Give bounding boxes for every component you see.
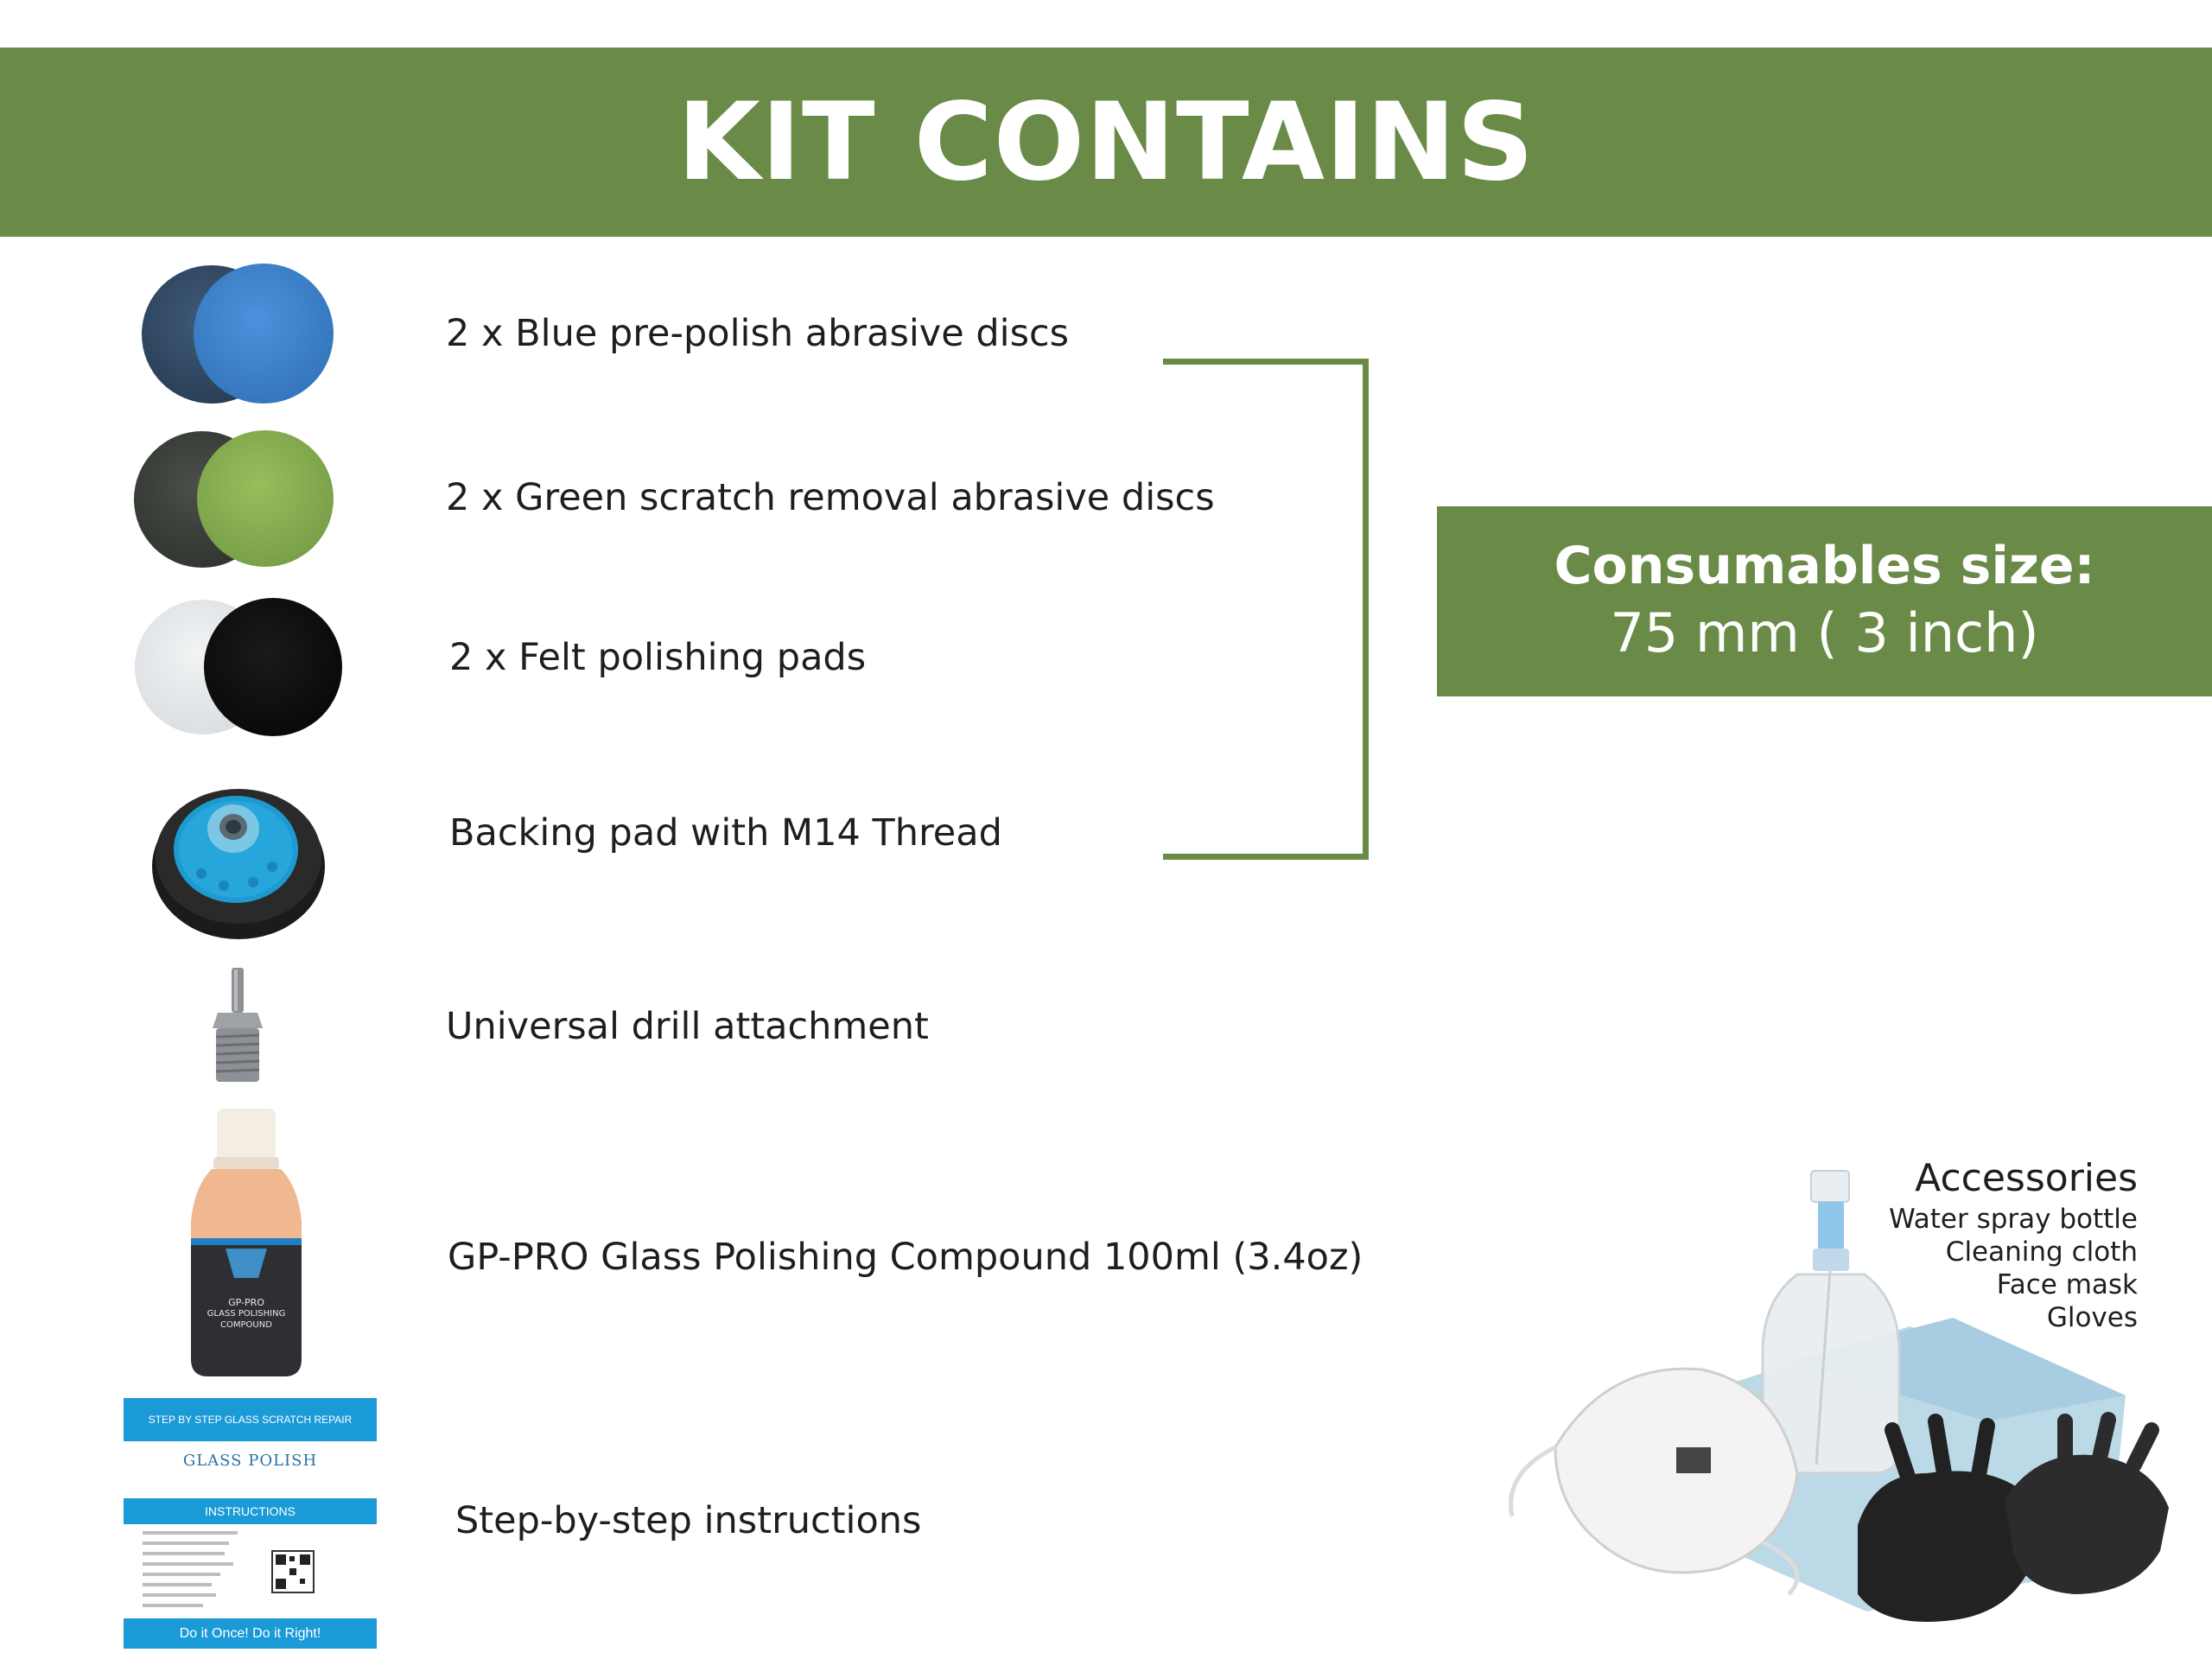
accessory-item: Gloves bbox=[2046, 1302, 2138, 1333]
item-label-drill-attachment: Universal drill attachment bbox=[446, 1005, 929, 1048]
bottle-line2: COMPOUND bbox=[220, 1320, 272, 1330]
consumables-bracket bbox=[1163, 359, 1369, 860]
item-label-compound: GP-PRO Glass Polishing Compound 100ml (3… bbox=[448, 1236, 1363, 1279]
item-label-backing-pad: Backing pad with M14 Thread bbox=[449, 811, 1002, 855]
blue-discs-icon bbox=[142, 264, 334, 406]
felt-pads-icon bbox=[135, 598, 342, 736]
backing-pad-icon bbox=[151, 780, 326, 940]
drill-attachment-icon bbox=[206, 968, 270, 1084]
accessory-item: Face mask bbox=[1996, 1269, 2138, 1300]
item-label-felt-pads: 2 x Felt polishing pads bbox=[449, 636, 867, 679]
consumables-title: Consumables size: bbox=[1554, 536, 2095, 597]
item-label-green-discs: 2 x Green scratch removal abrasive discs bbox=[446, 476, 1215, 519]
consumables-size-box: Consumables size: 75 mm ( 3 inch) bbox=[1437, 506, 2212, 696]
header-banner: KIT CONTAINS bbox=[0, 48, 2212, 237]
green-discs-icon bbox=[134, 430, 334, 569]
bottle-brand: GP-PRO bbox=[228, 1297, 264, 1308]
instruction-sheet-icon: STEP BY STEP GLASS SCRATCH REPAIR GLASS … bbox=[124, 1398, 377, 1649]
sheet-logo: GLASS POLISH bbox=[182, 1452, 318, 1470]
accessory-item: Water spray bottle bbox=[1889, 1204, 2138, 1235]
page-title: KIT CONTAINS bbox=[677, 79, 1535, 205]
sheet-section: INSTRUCTIONS bbox=[124, 1498, 377, 1524]
accessories-title: Accessories bbox=[1915, 1156, 2138, 1200]
sheet-header: STEP BY STEP GLASS SCRATCH REPAIR bbox=[124, 1398, 377, 1441]
compound-bottle-icon: GP-PRO GLASS POLISHING COMPOUND bbox=[186, 1109, 307, 1378]
accessories-list: Water spray bottle Cleaning cloth Face m… bbox=[1889, 1203, 2138, 1334]
accessory-item: Cleaning cloth bbox=[1945, 1236, 2138, 1268]
accessories-illustration-icon bbox=[1503, 1162, 2177, 1633]
item-label-blue-discs: 2 x Blue pre-polish abrasive discs bbox=[446, 312, 1070, 355]
sheet-footer: Do it Once! Do it Right! bbox=[124, 1618, 377, 1649]
item-label-instructions: Step-by-step instructions bbox=[455, 1499, 922, 1542]
bottle-line1: GLASS POLISHING bbox=[207, 1309, 286, 1319]
consumables-value: 75 mm ( 3 inch) bbox=[1610, 601, 2039, 665]
